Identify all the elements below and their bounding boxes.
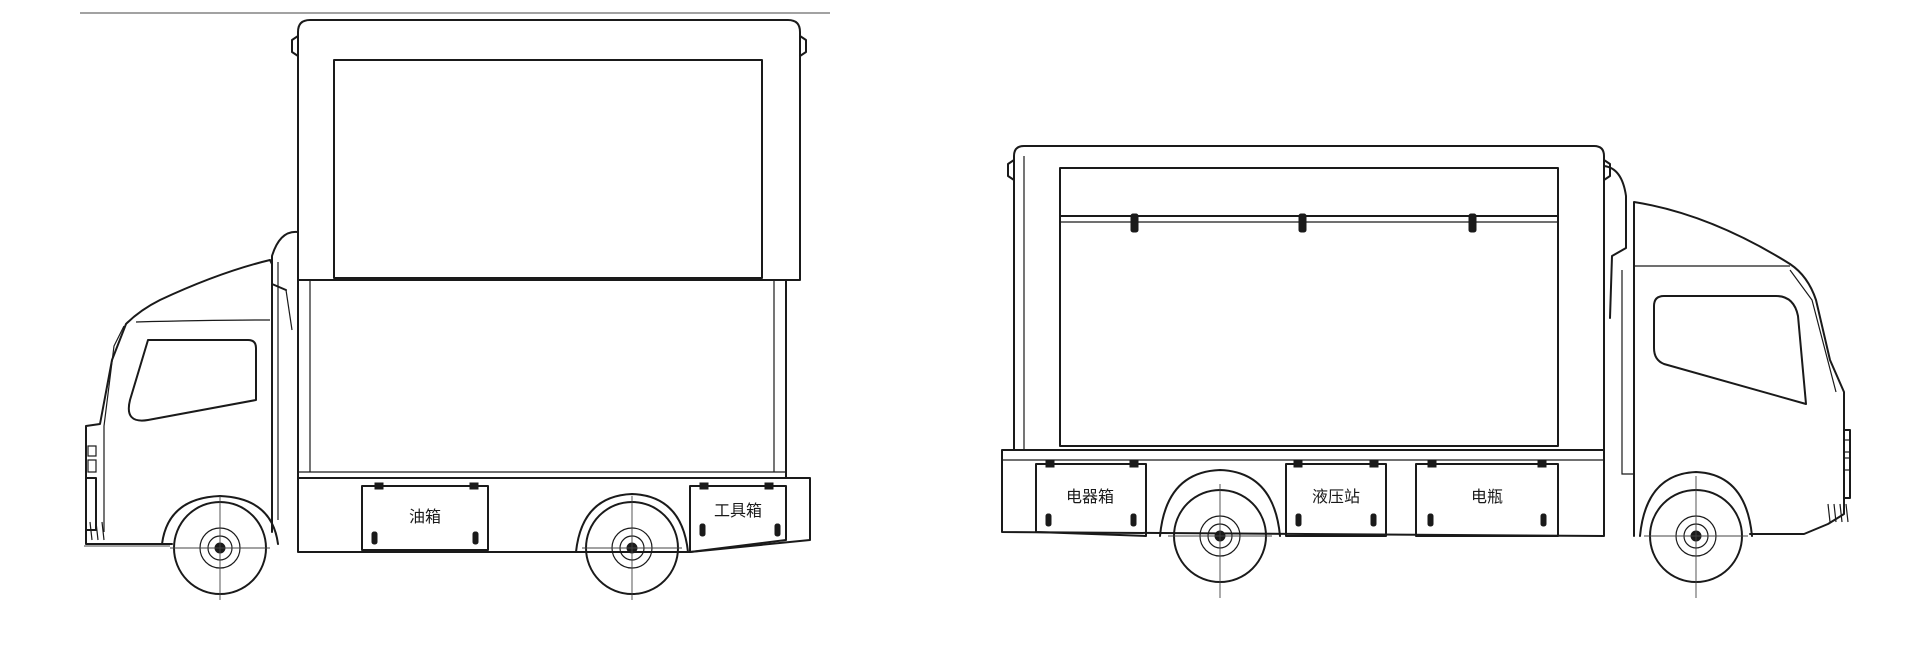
hinge-icon	[469, 482, 479, 490]
left-cab-rear-line	[285, 289, 293, 331]
hydraulic-station-label: 液压站	[1312, 487, 1360, 506]
left-front-wheel	[161, 495, 279, 600]
left-mirror-arm	[271, 230, 299, 291]
right-cab-body	[1633, 201, 1845, 537]
left-grille-icon	[89, 521, 105, 541]
right-truck: 电器箱 液压站 电瓶	[1001, 145, 1851, 598]
latch-icon	[699, 523, 706, 537]
light-clamp-icon	[1298, 213, 1307, 233]
battery-label: 电瓶	[1471, 487, 1503, 506]
latch-icon	[1370, 513, 1377, 527]
left-screen-latch-rear	[799, 35, 807, 57]
right-mirror-arm	[1603, 165, 1627, 319]
wheel-arch	[1639, 471, 1753, 537]
right-box-rear-latch	[1007, 159, 1015, 181]
left-fuel-tank-compartment: 油箱	[361, 482, 489, 551]
right-rear-wheel	[1159, 469, 1281, 598]
left-truck: 油箱 工具箱	[80, 12, 830, 600]
latch-icon	[1427, 513, 1434, 527]
wheel-arch	[1159, 469, 1281, 537]
fuel-tank-label: 油箱	[409, 507, 441, 526]
right-electrical-box-compartment: 电器箱	[1035, 460, 1147, 537]
left-cab-step	[87, 459, 97, 473]
right-front-wheel	[1639, 471, 1753, 598]
right-cargo-box	[1013, 145, 1605, 451]
left-cab-roof-line	[135, 319, 271, 323]
latch-icon	[1045, 513, 1052, 527]
toolbox-label: 工具箱	[714, 501, 762, 520]
right-cab-window	[1653, 295, 1807, 405]
latch-icon	[1130, 513, 1137, 527]
wheel-arch	[575, 493, 689, 553]
left-toolbox-compartment: 工具箱	[689, 482, 787, 553]
right-battery-compartment: 电瓶	[1415, 460, 1559, 537]
left-cab-front-face	[103, 325, 125, 532]
right-cab-front-face	[1789, 269, 1837, 393]
hinge-icon	[764, 482, 774, 490]
left-rear-wheel	[575, 493, 689, 600]
hinge-icon	[1369, 460, 1379, 468]
left-cab-bumper	[85, 477, 97, 531]
right-cab	[1603, 165, 1851, 537]
latch-icon	[472, 531, 479, 545]
left-screen-panel	[333, 59, 763, 279]
hinge-icon	[1293, 460, 1303, 468]
hinge-icon	[699, 482, 709, 490]
right-cab-step	[1843, 439, 1851, 453]
left-screen-box	[297, 19, 801, 281]
hinge-icon	[1129, 460, 1139, 468]
right-cab-step	[1843, 457, 1851, 471]
hinge-icon	[1537, 460, 1547, 468]
left-cab-body	[85, 259, 273, 545]
left-cab-step	[87, 445, 97, 457]
left-chassis-skirt	[297, 477, 811, 553]
electrical-box-label: 电器箱	[1066, 487, 1114, 506]
hinge-icon	[1427, 460, 1437, 468]
right-chassis-skirt	[1001, 449, 1605, 537]
light-clamp-icon	[1468, 213, 1477, 233]
left-screen-latch-front	[291, 35, 299, 57]
hinge-icon	[374, 482, 384, 490]
light-clamp-icon	[1130, 213, 1139, 233]
latch-icon	[1540, 513, 1547, 527]
latch-icon	[774, 523, 781, 537]
right-stage-opening	[1059, 167, 1559, 447]
latch-icon	[1295, 513, 1302, 527]
right-box-front-latch	[1603, 159, 1611, 181]
right-grille-icon	[1827, 503, 1849, 523]
right-cab-rear-line	[1621, 270, 1634, 475]
hinge-icon	[1045, 460, 1055, 468]
left-cab-window	[127, 339, 257, 422]
latch-icon	[371, 531, 378, 545]
left-cab	[85, 230, 299, 545]
right-hydraulic-station-compartment: 液压站	[1285, 460, 1387, 537]
